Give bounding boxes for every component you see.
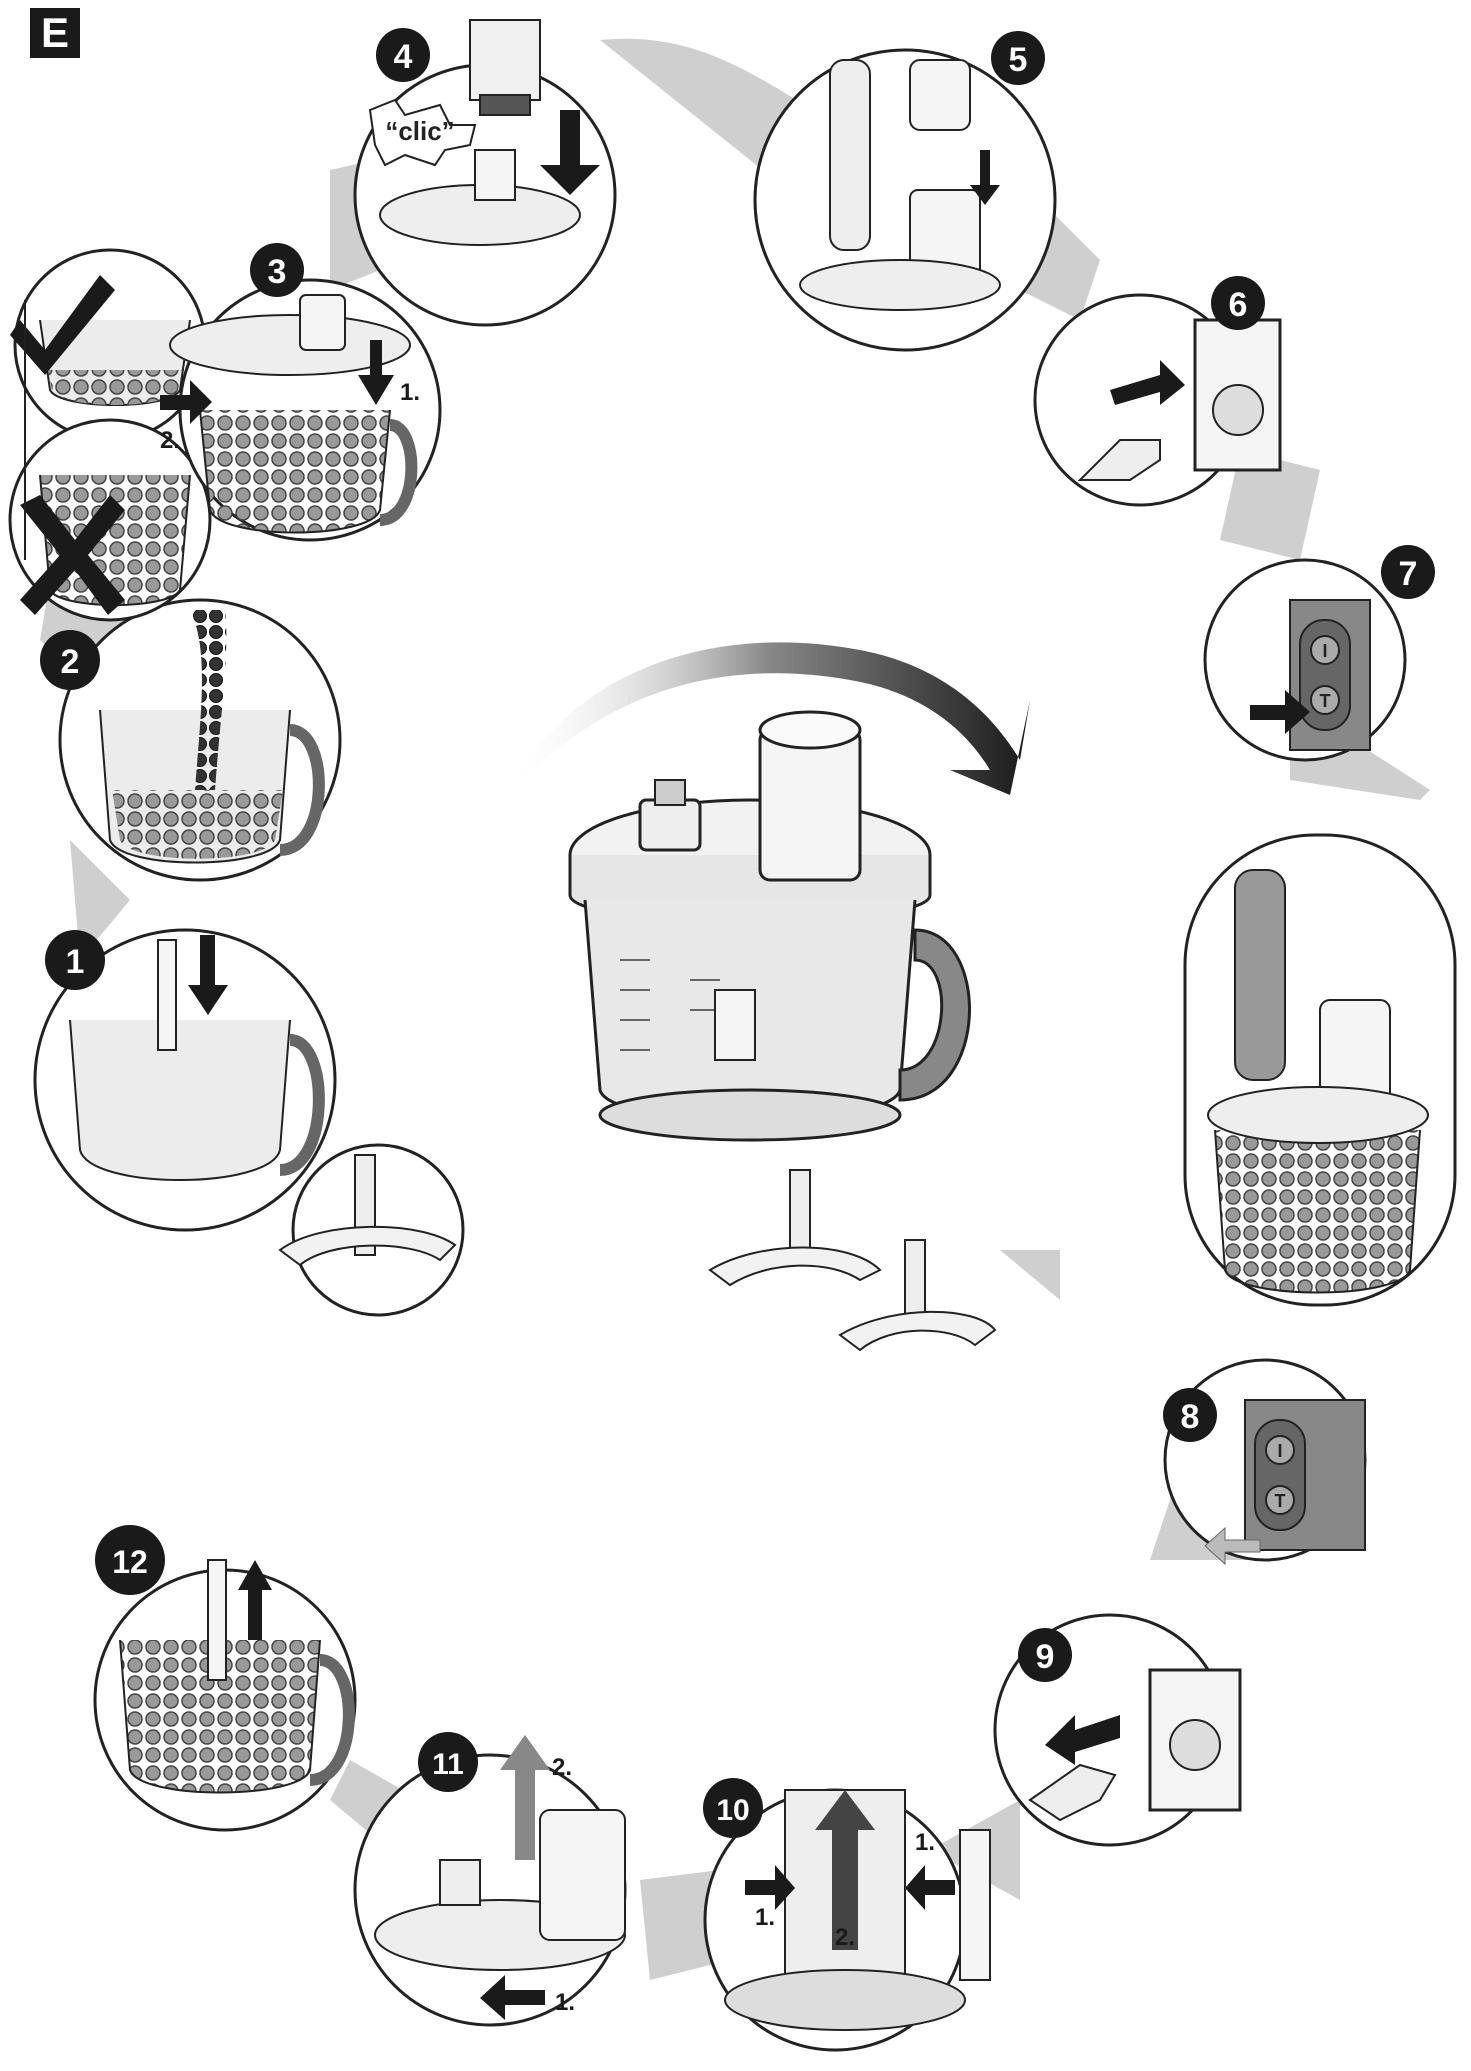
- step-11-sublabel-left: 1.: [555, 1989, 575, 2016]
- operation-panel: [1183, 833, 1457, 1307]
- rotation-arrow-icon: [505, 642, 1030, 800]
- step-8-panel: I T 8: [1163, 1358, 1367, 1566]
- step-6-panel: 6: [1033, 276, 1282, 507]
- step-11-sublabel-up: 2.: [552, 1754, 572, 1781]
- step-5-panel: 5: [753, 31, 1057, 352]
- step-9-panel: 9: [993, 1613, 1242, 1847]
- step-4-panel: “clic” 4: [353, 19, 617, 327]
- cross-icon: [20, 495, 125, 615]
- step-3-panel: 1. 2. 3: [160, 243, 442, 542]
- step-11-panel: 2. 1. 11: [353, 1732, 627, 2027]
- step-10-sublabel-right: 1.: [915, 1829, 935, 1856]
- blade-attachment-icon: [708, 1169, 997, 1352]
- step-10-number: 10: [716, 1794, 749, 1827]
- step-10-sublabel-center: 2.: [835, 1924, 855, 1951]
- step-12-number: 12: [112, 1544, 148, 1580]
- step-5-number: 5: [1009, 41, 1028, 79]
- step-3-sublabel-2: 2.: [160, 427, 180, 454]
- unplug-icon: [1028, 1763, 1117, 1822]
- step-7-number: 7: [1399, 555, 1418, 593]
- step-3-sublabel-1: 1.: [400, 379, 420, 406]
- step-1-panel: 1: [33, 928, 465, 1317]
- step-7-button-t: T: [1320, 691, 1331, 711]
- center-food-processor: [505, 642, 1030, 1352]
- step-9-number: 9: [1036, 1638, 1055, 1676]
- step-11-number: 11: [432, 1748, 464, 1781]
- step-7-panel: I T 7: [1203, 545, 1435, 762]
- step-6-number: 6: [1229, 286, 1248, 324]
- step-8-button-i: I: [1277, 1441, 1282, 1461]
- check-icon: [10, 275, 115, 375]
- step-8-button-t: T: [1275, 1491, 1286, 1511]
- fill-level-comparison: [8, 248, 212, 622]
- plug-icon: [1077, 439, 1161, 481]
- step-2-number: 2: [61, 643, 80, 681]
- section-label: E: [30, 8, 80, 58]
- step-10-sublabel-left: 1.: [755, 1904, 775, 1931]
- step-3-number: 3: [268, 253, 287, 291]
- step-4-number: 4: [394, 38, 413, 76]
- step-2-panel: 2: [40, 598, 342, 882]
- step-7-button-i: I: [1322, 641, 1327, 661]
- step-12-panel: 12: [93, 1525, 357, 1832]
- step-1-number: 1: [66, 943, 85, 981]
- step-10-panel: 1. 1. 2. 10: [703, 1778, 991, 2052]
- step-8-number: 8: [1181, 1398, 1200, 1436]
- step-4-callout: “clic”: [385, 116, 454, 146]
